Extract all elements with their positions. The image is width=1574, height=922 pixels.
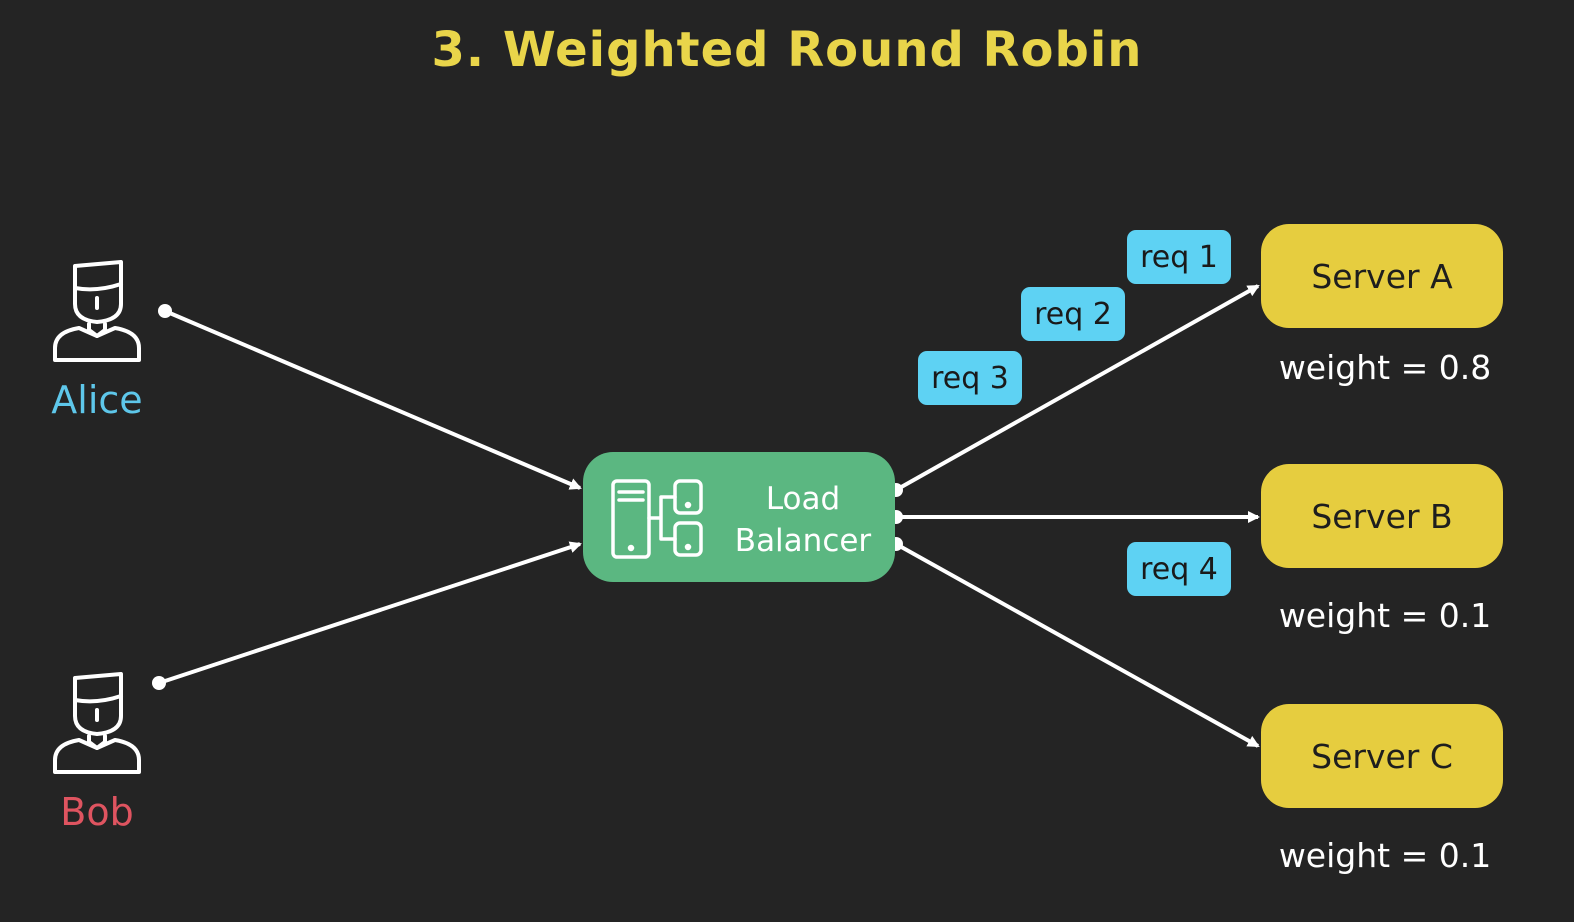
diagram-title: 3. Weighted Round Robin: [431, 22, 1143, 78]
server-a-box: Server A: [1261, 224, 1503, 328]
alice-user-icon: [53, 260, 141, 362]
request-tag-2: req 2: [1021, 287, 1125, 341]
request-tag-1: req 1: [1127, 230, 1231, 284]
load-balancer-icon: [611, 479, 703, 559]
bob-user-icon: [53, 672, 141, 774]
request-tag-3: req 3: [918, 351, 1022, 405]
server-c-weight: weight = 0.1: [1278, 836, 1492, 875]
arrow-lb-to-server-b: [889, 510, 1260, 524]
server-b-weight: weight = 0.1: [1278, 596, 1492, 635]
server-b-box: Server B: [1261, 464, 1503, 568]
load-balancer-line1: Load: [765, 481, 841, 517]
arrow-alice-to-lb: [158, 304, 582, 490]
load-balancer-line2: Balancer: [734, 523, 872, 559]
load-balancer-box: Load Balancer: [583, 452, 895, 582]
server-c-box: Server C: [1261, 704, 1503, 808]
arrow-bob-to-lb: [152, 541, 582, 690]
request-tag-4: req 4: [1127, 542, 1231, 596]
bob-label: Bob: [60, 790, 134, 834]
alice-label: Alice: [51, 378, 143, 422]
load-balancer-label: Load Balancer: [723, 478, 883, 562]
server-a-weight: weight = 0.8: [1278, 348, 1492, 387]
